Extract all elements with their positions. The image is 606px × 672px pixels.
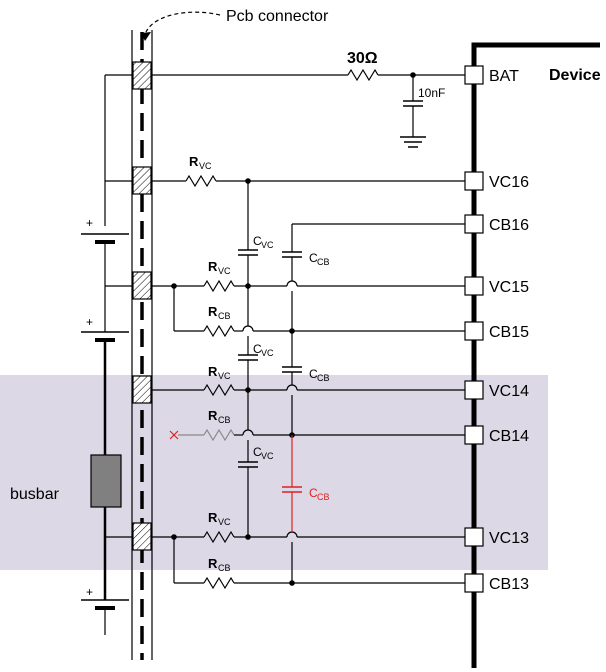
device-label: Device <box>549 67 601 84</box>
connector-pad-vc13-hatch <box>132 522 152 551</box>
connector-pad-vc16-hatch <box>132 166 152 195</box>
cap-10nf-label: 10nF <box>418 86 445 100</box>
svg-text:CB: CB <box>218 311 231 321</box>
connector-pad-vc15-hatch <box>132 271 152 300</box>
svg-text:C: C <box>253 445 262 459</box>
pin-cb14: CB14 <box>464 425 529 445</box>
pcb-connector-label: Pcb connector <box>226 8 329 25</box>
rcb-label-cb13: R CB <box>208 556 231 573</box>
plus-2: + <box>86 315 93 329</box>
svg-text:VC: VC <box>261 348 274 358</box>
pin-vc14: VC14 <box>464 380 529 400</box>
resistor-rcb-cb15 <box>203 324 235 338</box>
svg-text:R: R <box>208 259 218 274</box>
svg-text:BAT: BAT <box>489 68 519 85</box>
crossover-vc15 <box>286 280 298 287</box>
pin-cb15: CB15 <box>464 321 529 341</box>
svg-text:VC: VC <box>199 161 212 171</box>
svg-text:CB16: CB16 <box>489 217 529 234</box>
pin-vc13: VC13 <box>464 527 529 547</box>
connector-pad-vc14-hatch <box>132 375 152 404</box>
svg-text:CB: CB <box>218 415 231 425</box>
svg-text:R: R <box>208 364 218 379</box>
pin-vc16: VC16 <box>464 171 529 191</box>
rvc-label-vc14: R VC <box>208 364 231 381</box>
crossover-vc13 <box>286 531 298 538</box>
svg-text:R: R <box>208 408 218 423</box>
svg-text:VC16: VC16 <box>489 174 529 191</box>
plus-1: + <box>86 216 93 230</box>
svg-text:VC: VC <box>218 266 231 276</box>
rvc-label-vc13: R VC <box>208 510 231 527</box>
svg-text:CB15: CB15 <box>489 324 529 341</box>
crossover-cb14 <box>242 429 254 436</box>
rvc-label-vc15: R VC <box>208 259 231 276</box>
busbar-block <box>90 454 122 508</box>
crossover-vc14 <box>286 384 298 391</box>
svg-text:VC15: VC15 <box>489 279 529 296</box>
svg-text:VC: VC <box>218 371 231 381</box>
resistor-rcb-cb13 <box>203 576 235 590</box>
svg-text:R: R <box>208 304 218 319</box>
resistor-rvc-vc15 <box>203 279 235 293</box>
svg-text:R: R <box>189 154 199 169</box>
svg-text:CB13: CB13 <box>489 576 529 593</box>
resistor-rvc-vc13 <box>203 530 235 544</box>
pin-bat: BAT <box>464 65 519 85</box>
svg-text:CB: CB <box>218 563 231 573</box>
svg-text:VC: VC <box>261 240 274 250</box>
svg-text:C: C <box>253 234 262 248</box>
pin-cb16: CB16 <box>464 214 529 234</box>
connector-arrow-head <box>141 32 151 41</box>
resistor-rvc-vc14 <box>203 383 235 397</box>
svg-text:C: C <box>309 367 318 381</box>
pin-cb13: CB13 <box>464 573 529 593</box>
svg-text:C: C <box>253 342 262 356</box>
plus-3: + <box>86 585 93 599</box>
rcb-label-cb14: R CB <box>208 408 231 425</box>
svg-text:CB: CB <box>317 373 330 383</box>
svg-text:R: R <box>208 556 218 571</box>
resistor-30ohm-label: 30Ω <box>347 50 378 67</box>
svg-text:CB: CB <box>317 257 330 267</box>
pin-vc15: VC15 <box>464 276 529 296</box>
svg-text:VC: VC <box>218 517 231 527</box>
resistor-30ohm <box>347 68 379 82</box>
busbar-label: busbar <box>10 486 60 503</box>
svg-text:VC14: VC14 <box>489 383 529 400</box>
svg-text:R: R <box>208 510 218 525</box>
svg-text:VC13: VC13 <box>489 530 529 547</box>
device-bus <box>471 42 600 668</box>
connector-arrow <box>145 11 221 33</box>
svg-text:CB14: CB14 <box>489 428 529 445</box>
crossover-cb15 <box>242 325 254 332</box>
connector-pad-bat-hatch <box>132 61 152 90</box>
svg-text:C: C <box>309 251 318 265</box>
removed-marker <box>169 430 179 440</box>
rcb-label-cb15: R CB <box>208 304 231 321</box>
rvc-label-vc16: R VC <box>189 154 212 171</box>
resistor-rcb-cb14 <box>203 428 235 442</box>
svg-text:C: C <box>309 486 318 500</box>
svg-text:CB: CB <box>317 492 330 502</box>
svg-text:VC: VC <box>261 451 274 461</box>
resistor-rvc-vc16 <box>185 174 217 188</box>
